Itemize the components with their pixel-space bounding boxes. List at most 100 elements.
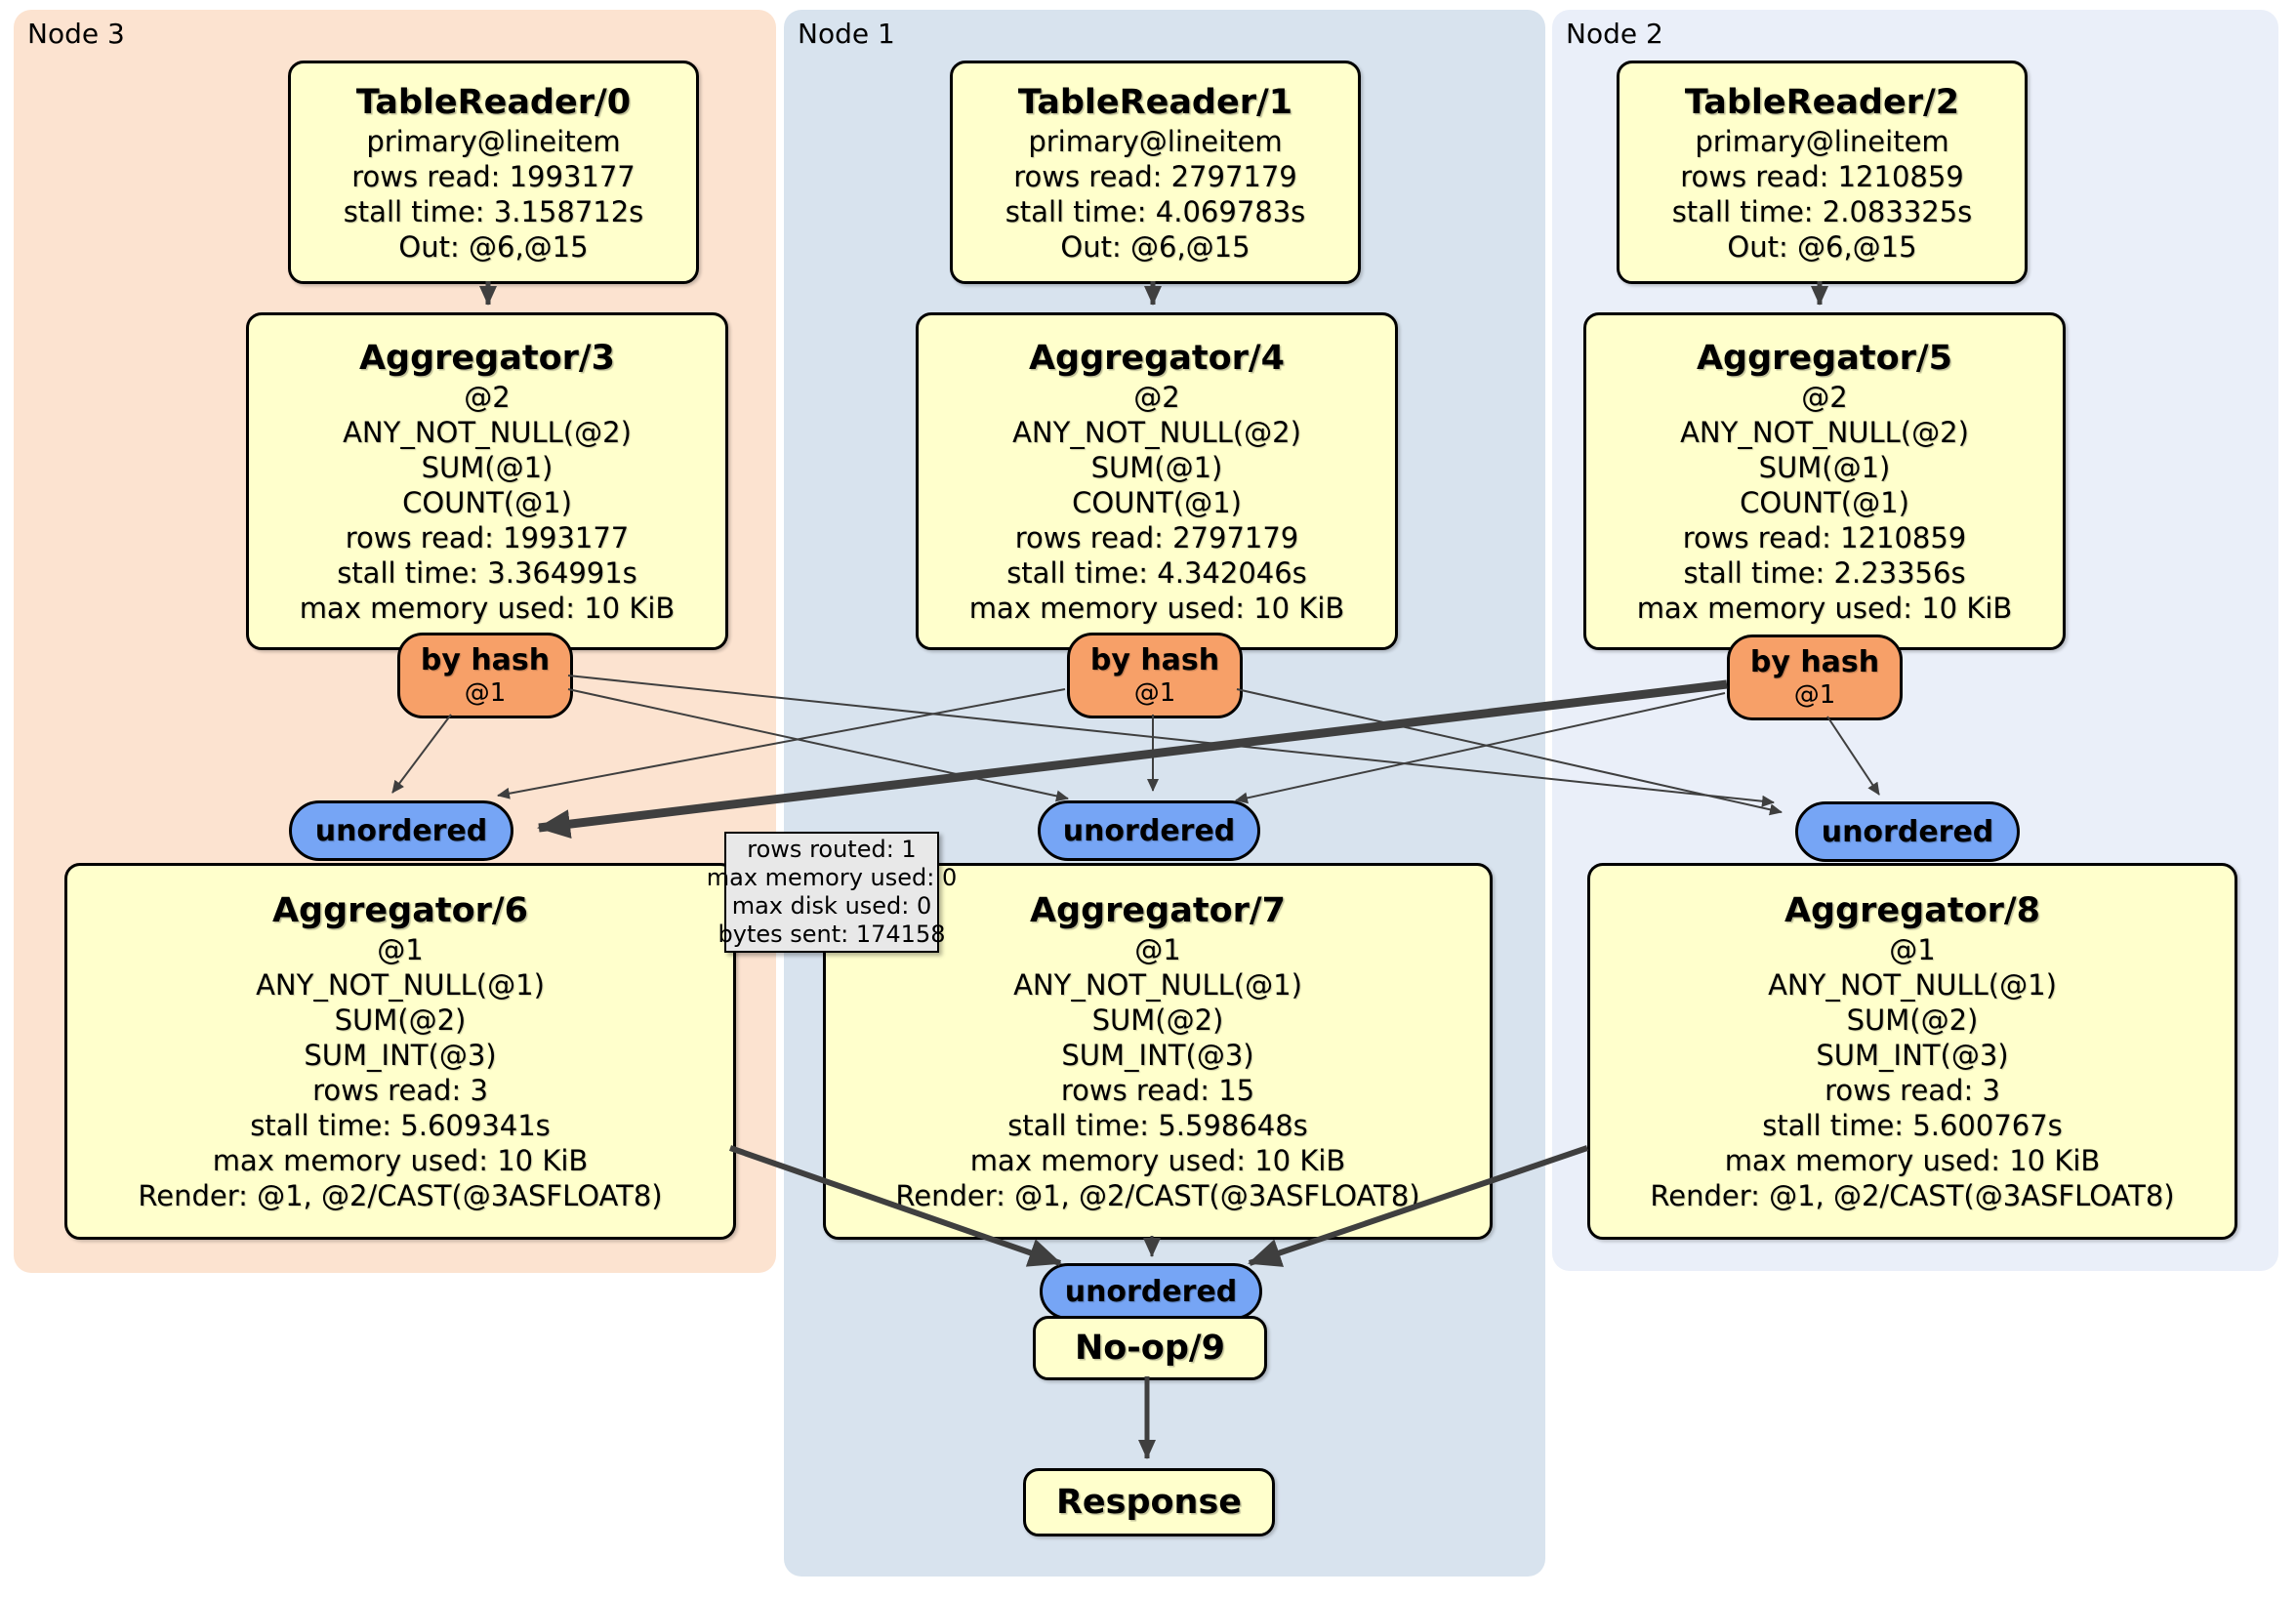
sync-unordered-6[interactable]: unordered — [289, 800, 513, 861]
processor-detail-line: SUM(@2) — [1846, 1003, 1979, 1037]
processor-title: Aggregator/3 — [358, 339, 616, 378]
processor-detail-line: stall time: 2.23356s — [1683, 556, 1966, 590]
sync-unordered-8[interactable]: unordered — [1795, 801, 2020, 862]
processor-tablereader-0[interactable]: TableReader/0 primary@lineitem rows read… — [288, 61, 699, 284]
processor-aggregator-8[interactable]: Aggregator/8 @1 ANY_NOT_NULL(@1) SUM(@2)… — [1587, 863, 2237, 1240]
processor-aggregator-3[interactable]: Aggregator/3 @2 ANY_NOT_NULL(@2) SUM(@1)… — [246, 312, 728, 650]
processor-detail-line: max memory used: 10 KiB — [969, 1144, 1346, 1177]
processor-detail-line: @2 — [1801, 381, 1848, 414]
processor-detail-line: Out: @6,@15 — [1727, 229, 1917, 264]
processor-detail-line: COUNT(@1) — [1740, 486, 1909, 519]
processor-detail-line: rows read: 2797179 — [1013, 159, 1297, 193]
tooltip-line: bytes sent: 174158 — [718, 921, 946, 948]
router-by-hash-3[interactable]: by hash @1 — [397, 633, 573, 718]
processor-detail-line: max memory used: 10 KiB — [968, 592, 1345, 625]
processor-tablereader-2[interactable]: TableReader/2 primary@lineitem rows read… — [1617, 61, 2028, 284]
sync-label: unordered — [1821, 814, 1994, 849]
processor-title: Aggregator/4 — [1028, 339, 1286, 378]
region-label: Node 2 — [1566, 18, 1663, 50]
processor-detail-line: Render: @1, @2/CAST(@3ASFLOAT8) — [138, 1179, 663, 1212]
processor-detail-line: SUM_INT(@3) — [1061, 1039, 1254, 1072]
processor-detail-line: COUNT(@1) — [1072, 486, 1242, 519]
processor-detail-line: ANY_NOT_NULL(@1) — [256, 968, 545, 1002]
processor-detail-line: max memory used: 10 KiB — [212, 1144, 589, 1177]
processor-title: TableReader/1 — [1017, 82, 1293, 122]
processor-aggregator-6[interactable]: Aggregator/6 @1 ANY_NOT_NULL(@1) SUM(@2)… — [64, 863, 736, 1240]
processor-response[interactable]: Response — [1023, 1468, 1275, 1536]
processor-detail-line: @1 — [1134, 933, 1181, 966]
router-sub-label: @1 — [1133, 678, 1176, 708]
router-sub-label: @1 — [464, 678, 507, 708]
processor-detail-line: max memory used: 10 KiB — [1724, 1144, 2101, 1177]
processor-detail-line: max memory used: 10 KiB — [299, 592, 676, 625]
processor-detail-line: Render: @1, @2/CAST(@3ASFLOAT8) — [1650, 1179, 2175, 1212]
processor-detail-line: stall time: 3.364991s — [337, 556, 637, 590]
processor-noop-9[interactable]: No-op/9 — [1033, 1316, 1267, 1380]
processor-detail-line: @2 — [464, 381, 511, 414]
tooltip-line: max memory used: 0 — [706, 864, 958, 891]
tooltip-line: max disk used: 0 — [731, 892, 932, 920]
router-label: by hash — [420, 643, 551, 677]
region-label: Node 1 — [798, 18, 895, 50]
processor-detail-line: stall time: 3.158712s — [343, 194, 644, 228]
processor-detail-line: Out: @6,@15 — [1060, 229, 1250, 264]
sync-label: unordered — [314, 813, 488, 848]
processor-detail-line: rows read: 3 — [312, 1074, 488, 1107]
processor-detail-line: stall time: 5.609341s — [250, 1109, 551, 1142]
processor-tablereader-1[interactable]: TableReader/1 primary@lineitem rows read… — [950, 61, 1361, 284]
sync-unordered-9[interactable]: unordered — [1040, 1263, 1262, 1320]
processor-detail-line: SUM_INT(@3) — [1816, 1039, 2009, 1072]
processor-detail-line: max memory used: 10 KiB — [1636, 592, 2013, 625]
edge-stats-tooltip: rows routed: 1 max memory used: 0 max di… — [707, 832, 957, 953]
processor-title: Aggregator/8 — [1784, 891, 2041, 930]
processor-detail-line: ANY_NOT_NULL(@2) — [1680, 416, 1969, 449]
processor-detail-line: rows read: 2797179 — [1014, 521, 1299, 554]
processor-detail-line: SUM(@2) — [1091, 1003, 1224, 1037]
processor-detail-line: stall time: 5.600767s — [1762, 1109, 2063, 1142]
processor-detail-line: SUM(@1) — [421, 451, 554, 484]
processor-title: Response — [1055, 1483, 1243, 1522]
processor-detail-line: @1 — [377, 933, 424, 966]
processor-detail-line: ANY_NOT_NULL(@1) — [1013, 968, 1302, 1002]
processor-detail-line: SUM(@1) — [1758, 451, 1891, 484]
processor-detail-line: @1 — [1889, 933, 1936, 966]
processor-detail-line: rows read: 1993177 — [351, 159, 636, 193]
processor-detail-line: rows read: 1210859 — [1682, 521, 1967, 554]
processor-detail-line: rows read: 1210859 — [1680, 159, 1964, 193]
processor-detail-line: primary@lineitem — [366, 124, 621, 158]
router-by-hash-4[interactable]: by hash @1 — [1067, 633, 1243, 718]
processor-detail-line: SUM_INT(@3) — [304, 1039, 497, 1072]
processor-detail-line: primary@lineitem — [1695, 124, 1949, 158]
processor-detail-line: primary@lineitem — [1028, 124, 1283, 158]
processor-detail-line: stall time: 4.069783s — [1004, 194, 1306, 228]
router-label: by hash — [1089, 643, 1220, 677]
processor-detail-line: stall time: 5.598648s — [1007, 1109, 1308, 1142]
processor-detail-line: stall time: 2.083325s — [1671, 194, 1973, 228]
processor-detail-line: @2 — [1133, 381, 1180, 414]
processor-detail-line: ANY_NOT_NULL(@2) — [343, 416, 632, 449]
processor-detail-line: SUM(@1) — [1090, 451, 1223, 484]
processor-detail-line: rows read: 15 — [1060, 1074, 1255, 1107]
processor-title: TableReader/0 — [355, 82, 632, 122]
processor-title: Aggregator/5 — [1696, 339, 1953, 378]
router-sub-label: @1 — [1793, 680, 1836, 710]
processor-detail-line: SUM(@2) — [334, 1003, 467, 1037]
processor-title: TableReader/2 — [1684, 82, 1960, 122]
processor-title: Aggregator/7 — [1029, 891, 1287, 930]
processor-aggregator-5[interactable]: Aggregator/5 @2 ANY_NOT_NULL(@2) SUM(@1)… — [1583, 312, 2066, 650]
processor-title: No-op/9 — [1074, 1329, 1226, 1368]
processor-detail-line: stall time: 4.342046s — [1006, 556, 1307, 590]
processor-detail-line: ANY_NOT_NULL(@2) — [1012, 416, 1301, 449]
sync-label: unordered — [1062, 813, 1236, 848]
sync-label: unordered — [1064, 1274, 1238, 1309]
sync-unordered-7[interactable]: unordered — [1038, 800, 1260, 861]
processor-detail-line: rows read: 1993177 — [345, 521, 630, 554]
processor-detail-line: Out: @6,@15 — [398, 229, 589, 264]
processor-detail-line: COUNT(@1) — [402, 486, 572, 519]
processor-title: Aggregator/6 — [271, 891, 529, 930]
router-by-hash-5[interactable]: by hash @1 — [1727, 635, 1903, 720]
processor-aggregator-4[interactable]: Aggregator/4 @2 ANY_NOT_NULL(@2) SUM(@1)… — [916, 312, 1398, 650]
processor-detail-line: Render: @1, @2/CAST(@3ASFLOAT8) — [895, 1179, 1420, 1212]
processor-detail-line: rows read: 3 — [1824, 1074, 2000, 1107]
